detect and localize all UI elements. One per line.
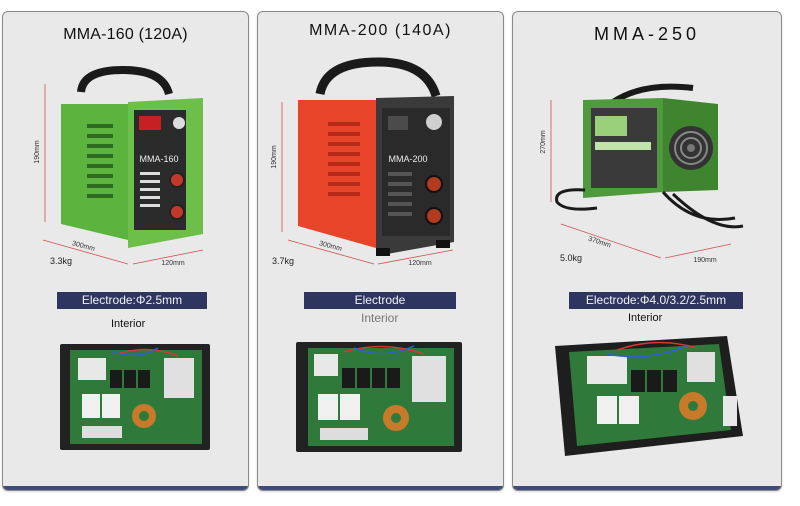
interior-board-image <box>555 336 743 456</box>
width-dimension: 120mm <box>161 260 185 267</box>
product-card-mma-160: MMA-160 (120A) 190mm 300mm 120mm MMA-160 <box>2 11 249 491</box>
welder-image-mma-160: 190mm 300mm 120mm MMA-160 <box>34 65 204 267</box>
interior-label: Interior <box>111 318 146 330</box>
product-title: MMA-250 <box>593 24 701 44</box>
product-title: MMA-160 (120A) <box>63 26 188 43</box>
card-footer-bar <box>3 486 248 490</box>
welder-image-mma-250: 270mm 370mm 190mm <box>540 83 744 264</box>
weight-label: 3.7kg <box>272 256 295 266</box>
interior-label: Interior <box>628 312 663 324</box>
height-dimension: 190mm <box>34 140 41 164</box>
electrode-banner: Electrode:Φ2.5mm <box>57 292 207 309</box>
depth-dimension: 370mm <box>587 236 612 250</box>
product-card-mma-250: MMA-250 270mm 370mm 190mm 5.0kg Electrod… <box>512 11 782 491</box>
welder-image-mma-200: 190mm 300mm 120mm MMA-200 <box>271 57 454 267</box>
width-dimension: 190mm <box>693 257 717 264</box>
weight-label: 5.0kg <box>560 253 583 263</box>
width-dimension: 120mm <box>408 260 432 267</box>
card-footer-bar <box>258 486 503 490</box>
electrode-banner: Electrode:Φ4.0/3.2/2.5mm <box>569 292 743 309</box>
electrode-banner: Electrode <box>304 292 456 309</box>
depth-dimension: 300mm <box>318 240 343 253</box>
height-dimension: 270mm <box>540 130 547 154</box>
product-title: MMA-200 (140A) <box>309 22 452 39</box>
interior-board-image <box>60 344 210 450</box>
product-card-mma-200: MMA-200 (140A) 190mm 300mm 120mm MMA-200 <box>257 11 504 491</box>
card-footer-bar <box>513 486 781 490</box>
interior-label: Interior <box>361 311 399 325</box>
height-dimension: 190mm <box>271 145 278 169</box>
interior-board-image <box>296 342 462 452</box>
panel-model-label: MMA-200 <box>388 154 427 164</box>
panel-model-label: MMA-160 <box>139 154 178 164</box>
weight-label: 3.3kg <box>50 256 73 266</box>
